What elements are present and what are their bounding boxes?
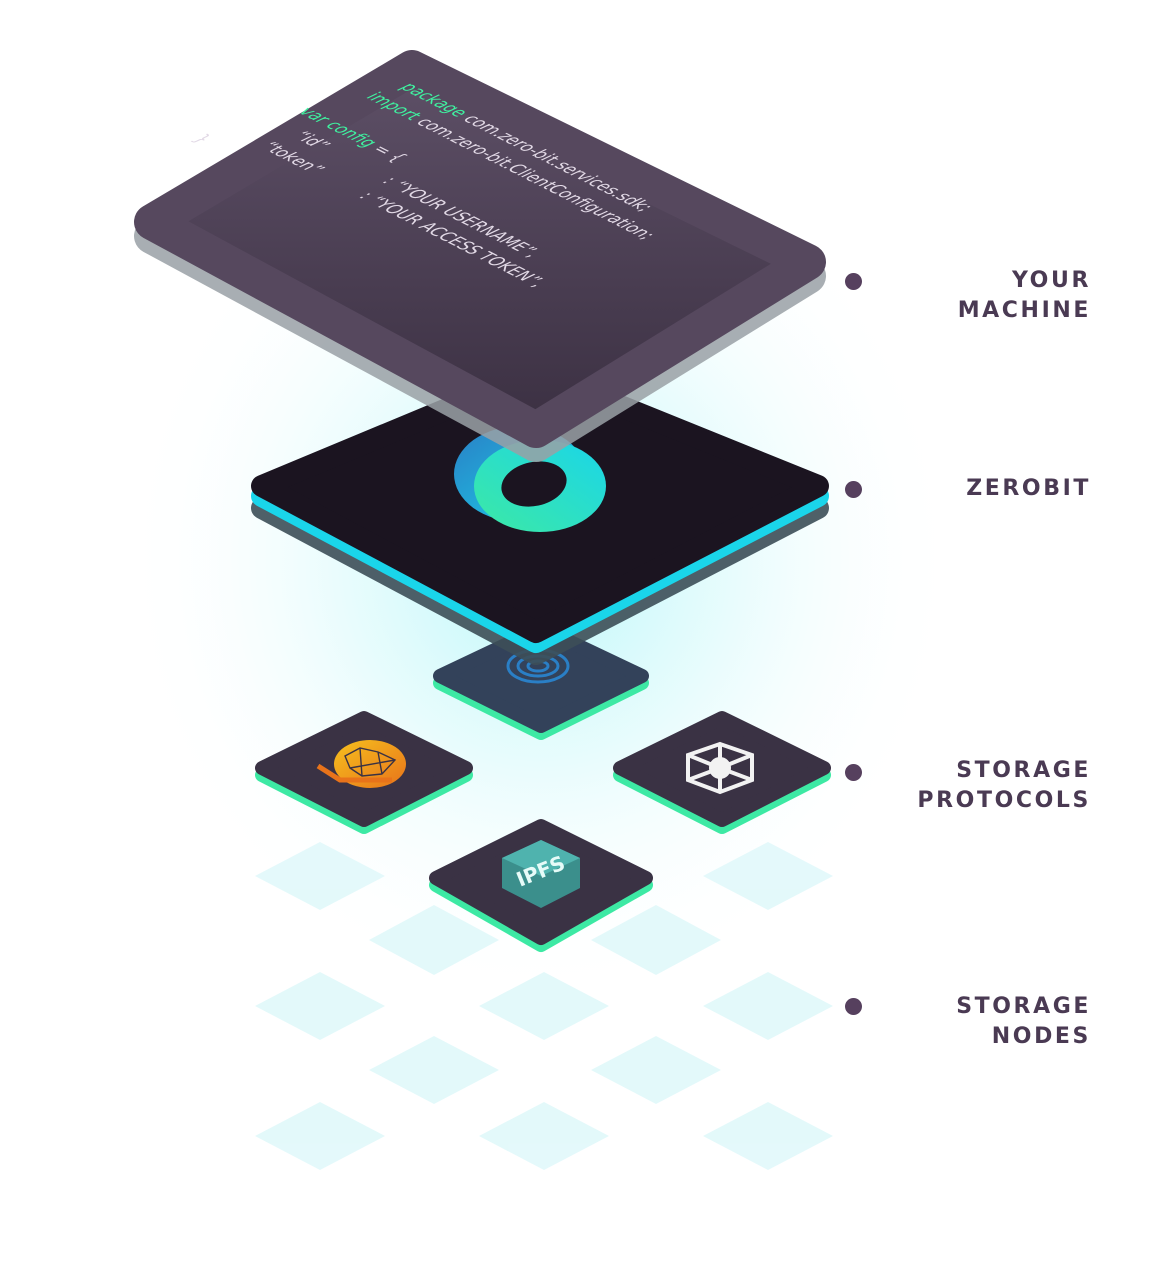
storage-node-tile — [591, 1036, 721, 1104]
storage-node-tile — [255, 1102, 385, 1170]
label-text: STORAGE NODES — [956, 992, 1091, 1052]
zerobit-layer — [251, 361, 829, 665]
bullet-dot — [845, 481, 862, 498]
label-line-2: MACHINE — [957, 298, 1091, 323]
storage-node-tile — [703, 1102, 833, 1170]
protocol-tile-bottom: IPFS — [429, 819, 653, 952]
storage-node-tile — [479, 972, 609, 1040]
brain-network-icon — [316, 740, 406, 788]
protocol-tile-center — [433, 621, 649, 740]
storage-node-tile — [369, 905, 499, 975]
label-your-machine: YOUR MACHINE — [840, 266, 1095, 336]
label-storage-protocols: STORAGE PROTOCOLS — [840, 756, 1095, 826]
label-line-1: ZEROBIT — [966, 476, 1091, 501]
label-line-2: NODES — [991, 1024, 1091, 1049]
code-config-card — [134, 50, 826, 448]
code-closing-brace: } — [190, 130, 217, 146]
label-text: YOUR MACHINE — [958, 266, 1091, 326]
storage-node-tile — [591, 905, 721, 975]
label-text: ZEROBIT — [966, 474, 1091, 504]
label-zerobit: ZEROBIT — [840, 474, 1095, 544]
bullet-dot — [845, 273, 862, 290]
storage-node-tile — [255, 972, 385, 1040]
label-text: STORAGE PROTOCOLS — [917, 756, 1091, 816]
ipfs-cube-icon: IPFS — [502, 840, 580, 908]
bullet-dot — [845, 998, 862, 1015]
storage-node-grid — [255, 842, 833, 1170]
label-storage-nodes: STORAGE NODES — [840, 992, 1095, 1062]
storage-node-tile — [479, 1102, 609, 1170]
hexagon-network-icon — [686, 741, 754, 795]
storage-node-tile — [703, 842, 833, 910]
protocol-tile-right — [613, 711, 831, 834]
label-line-1: STORAGE — [956, 758, 1091, 783]
bullet-dot — [845, 764, 862, 781]
label-line-1: YOUR — [1011, 268, 1091, 293]
protocol-tile-left — [255, 711, 473, 834]
storage-node-tile — [255, 842, 385, 910]
zerobit-ring-logo-icon — [454, 426, 606, 532]
storage-node-tile — [369, 1036, 499, 1104]
storage-node-tile — [703, 972, 833, 1040]
your-machine-layer: package com.zero-bit.services.sdk; impor… — [134, 50, 826, 462]
label-line-1: STORAGE — [956, 994, 1091, 1019]
label-line-2: PROTOCOLS — [917, 788, 1091, 813]
